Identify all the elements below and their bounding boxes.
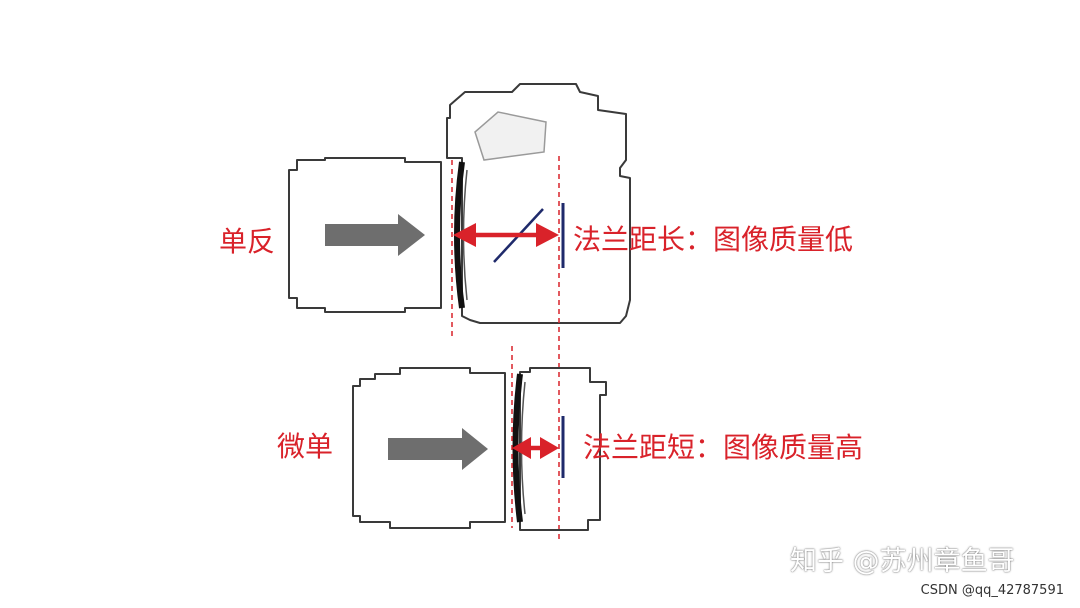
dslr-caption: 法兰距长：图像质量低 (573, 223, 854, 256)
mirrorless-light-arrow (388, 428, 488, 470)
zhihu-watermark: 知乎 @苏州章鱼哥 (790, 546, 1015, 577)
mirrorless-caption: 法兰距短：图像质量高 (583, 431, 864, 464)
dslr-viewfinder-window (474, 111, 547, 161)
csdn-watermark: CSDN @qq_42787591 (918, 583, 1066, 598)
dslr-lens-outline (288, 157, 442, 313)
mirrorless-label: 微单 (277, 430, 334, 463)
dslr-flange-distance-arrow (453, 223, 559, 247)
dslr-label: 单反 (219, 225, 276, 258)
mirrorless-lens-outline (352, 367, 506, 529)
mirrorless-body-outline (519, 367, 607, 531)
mirrorless-flange-distance-arrow (512, 437, 559, 459)
dslr-camera-group (288, 83, 631, 540)
mirrorless-camera-group (352, 346, 607, 531)
dslr-light-arrow (325, 214, 425, 256)
dslr-body-outline (446, 83, 631, 324)
